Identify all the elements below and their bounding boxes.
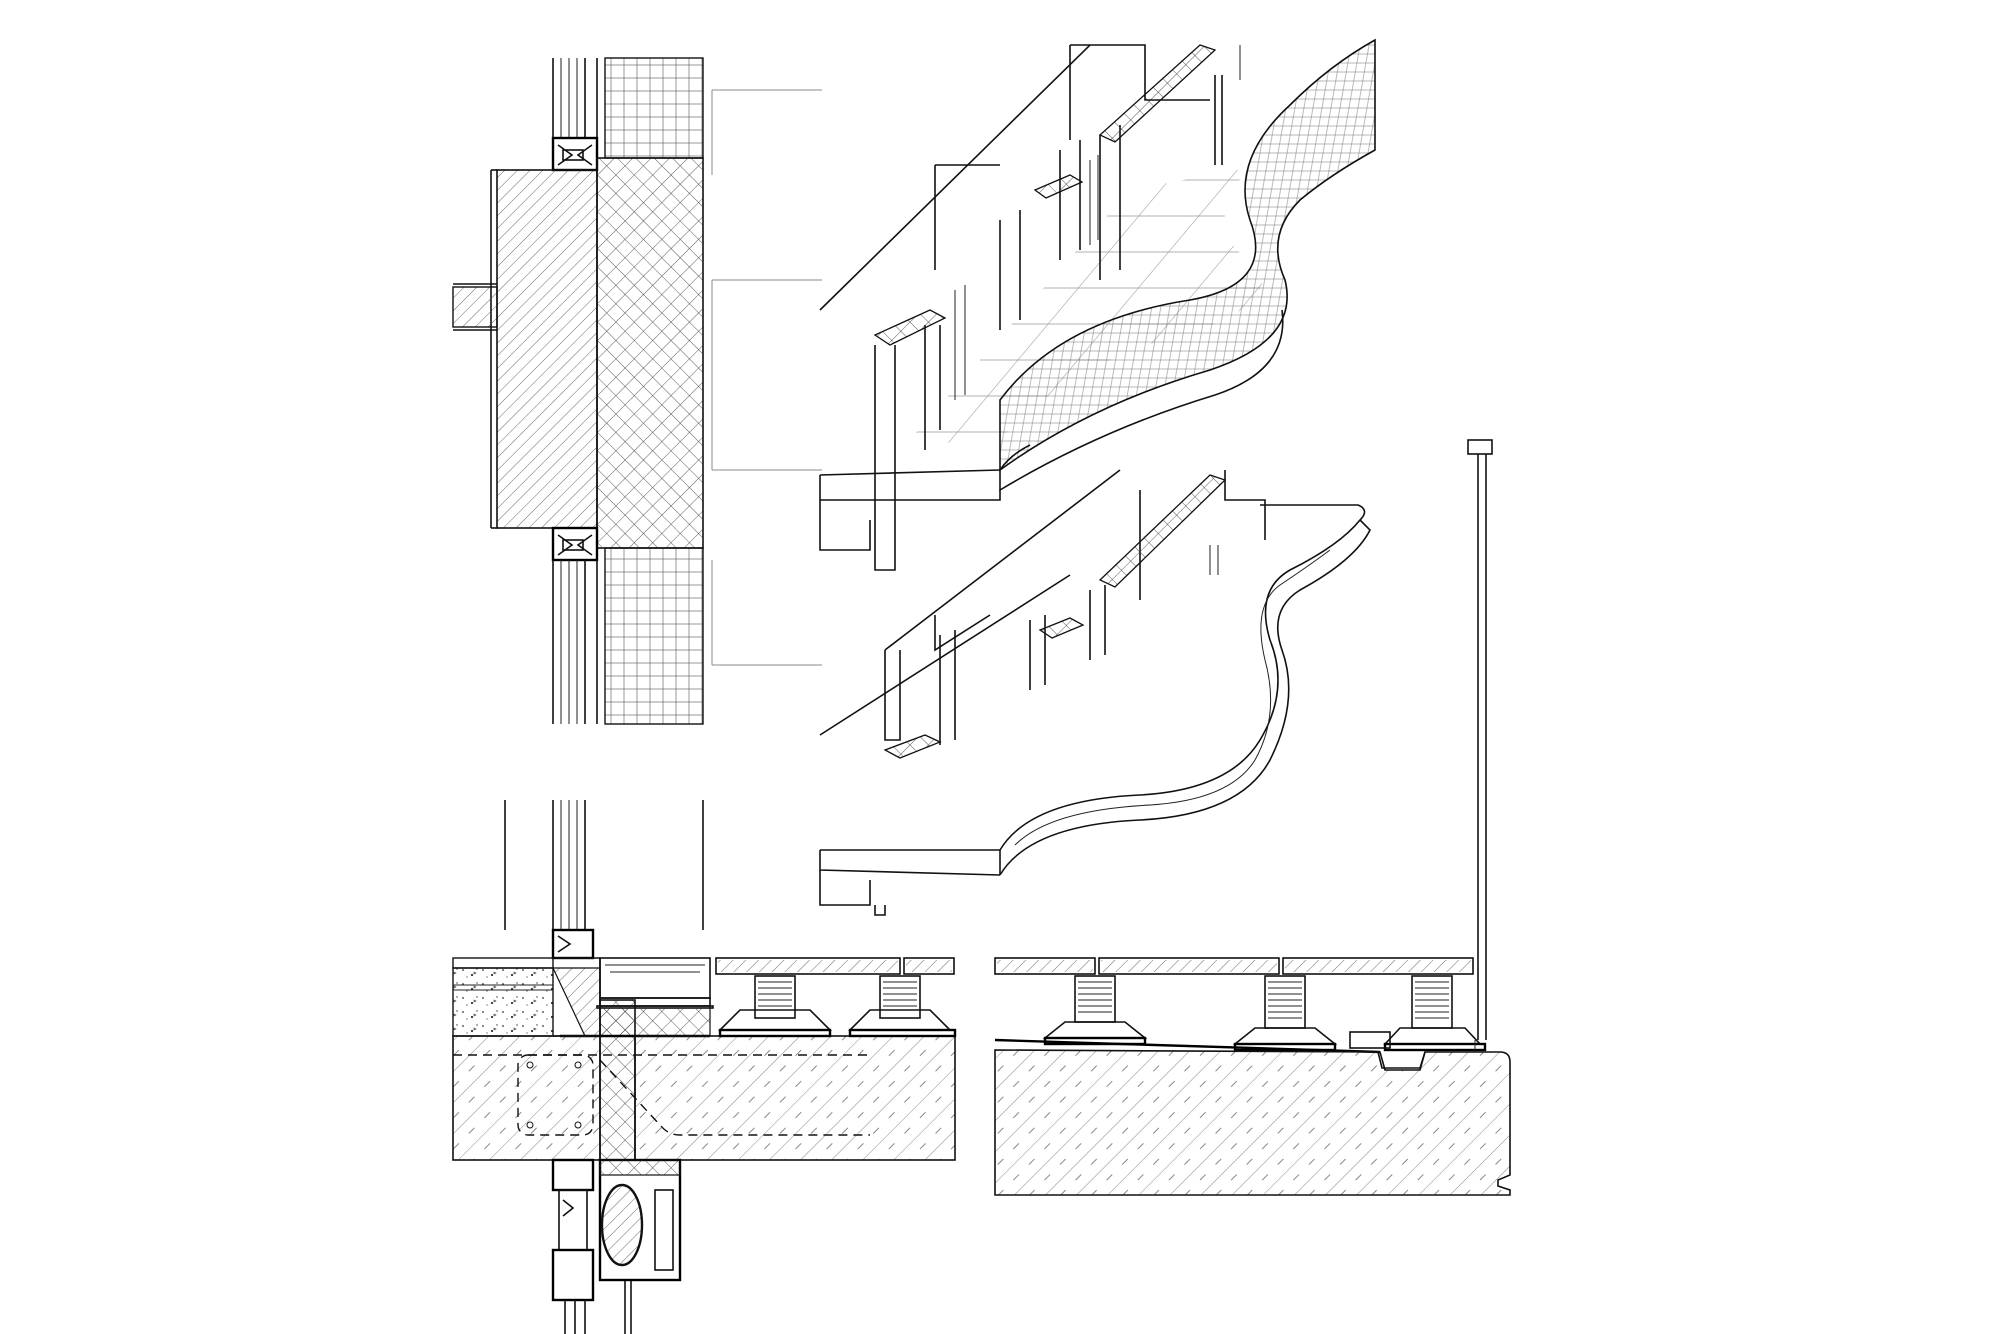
balcony-floor-tiles xyxy=(905,168,1263,445)
tile-pattern xyxy=(718,960,898,972)
section-detail-slab-right xyxy=(994,957,1511,1196)
coping-block xyxy=(873,309,947,346)
coping-block xyxy=(1098,44,1217,143)
tile-pattern xyxy=(906,960,952,972)
window-mullion-lower xyxy=(552,560,598,724)
coping-block xyxy=(1098,474,1227,588)
roller-blind-box xyxy=(598,1158,682,1282)
floor-finish xyxy=(452,957,554,969)
section-window-upper xyxy=(504,800,704,960)
axonometric-balcony-clad xyxy=(819,38,1376,571)
section-detail-slab-left xyxy=(452,800,957,1334)
coping-block xyxy=(1033,174,1084,199)
wall-stub xyxy=(452,286,498,328)
axo-wall-assembly xyxy=(819,44,1241,571)
tile-pattern xyxy=(1101,960,1277,972)
channel-insulation xyxy=(599,1005,711,1037)
concrete-column xyxy=(596,157,704,549)
tile-pattern xyxy=(997,960,1093,972)
tile-cladding-upper xyxy=(604,57,704,159)
window-mullion-upper xyxy=(552,58,598,138)
tile-cladding-lower xyxy=(604,547,704,725)
coping-block xyxy=(1038,617,1085,639)
wavy-slab-outline xyxy=(999,504,1366,851)
window-frame-profile-lower xyxy=(551,526,599,562)
edge-gutter xyxy=(1377,1051,1426,1069)
plan-detail-facade-column xyxy=(452,57,822,725)
section-window-lower xyxy=(551,1158,632,1334)
roller-blind-coil xyxy=(600,1183,644,1267)
blind-box-insulation xyxy=(599,1159,681,1176)
pedestal-paving-right xyxy=(994,957,1487,1052)
insulation-wedge xyxy=(552,967,601,1037)
insulation-layer xyxy=(496,169,598,529)
window-frame-profile-upper xyxy=(551,136,599,172)
reference-lines xyxy=(711,89,822,666)
concrete-slab-interior xyxy=(452,1035,601,1161)
pedestal-paving-left xyxy=(715,957,957,1038)
railing-post-section xyxy=(1467,439,1493,1040)
tile-pattern xyxy=(1285,960,1471,972)
floor-screed xyxy=(452,967,554,1037)
coping-block xyxy=(883,734,942,759)
axonometric-balcony-bare xyxy=(819,469,1371,916)
concrete-slab-cantilever xyxy=(994,1049,1511,1196)
wavy-mesh-screen xyxy=(999,38,1376,472)
concrete-slab-balcony xyxy=(634,1035,956,1161)
